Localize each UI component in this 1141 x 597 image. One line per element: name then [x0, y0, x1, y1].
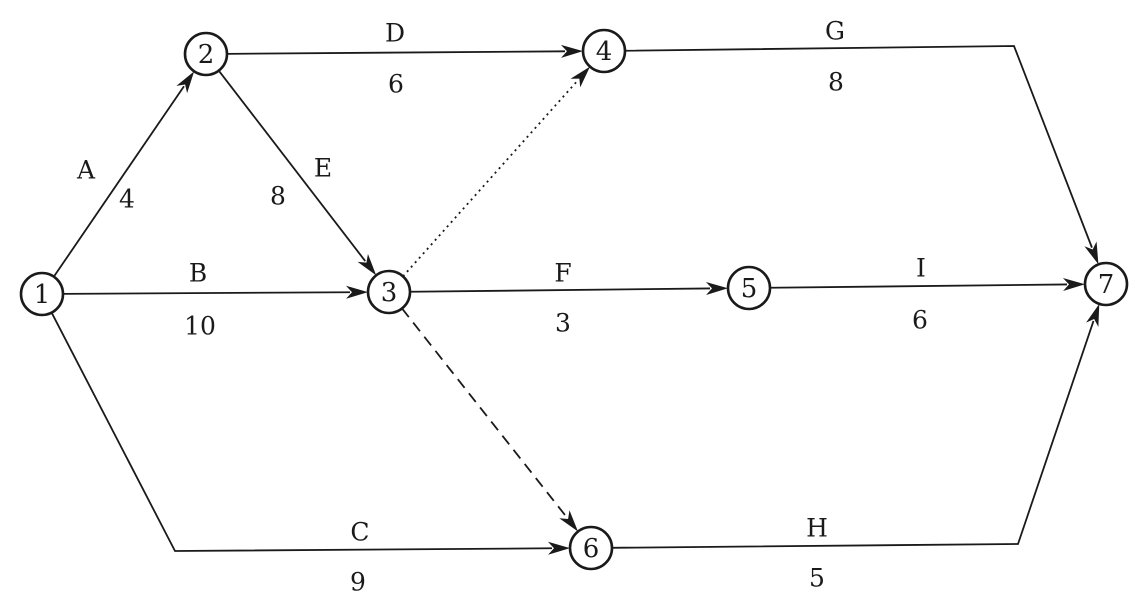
activity-name-label: E [314, 154, 332, 183]
node-label: 6 [583, 534, 600, 564]
edges-layer [50, 44, 1100, 555]
activity-duration-label: 10 [184, 312, 216, 341]
arrowhead [1086, 303, 1100, 327]
edge-line [218, 70, 366, 262]
node-circle [1083, 261, 1129, 307]
edge-C [50, 312, 571, 555]
edge-H [611, 303, 1100, 549]
node-label: 2 [198, 40, 215, 70]
node-label: 7 [1098, 270, 1115, 300]
node-4: 4 [581, 28, 627, 74]
arrowhead [570, 66, 591, 88]
activity-duration-label: 4 [119, 185, 135, 214]
activity-name-label: B [189, 259, 207, 288]
node-circle [568, 525, 614, 571]
edge-A [53, 71, 195, 278]
node-label: 3 [381, 278, 398, 308]
arrowhead [1084, 241, 1099, 265]
node-circle [581, 28, 627, 74]
edge-line [226, 50, 566, 55]
edge-G [624, 45, 1099, 265]
activity-name-label: D [385, 19, 405, 48]
node-1: 1 [19, 271, 65, 317]
edge-E [218, 70, 377, 276]
activity-duration-label: 3 [555, 309, 571, 338]
node-2: 2 [183, 31, 229, 77]
activity-duration-label: 8 [270, 182, 286, 211]
edge-line [409, 287, 711, 293]
activity-duration-label: 9 [350, 568, 366, 597]
node-7: 7 [1083, 261, 1129, 307]
edge-D [226, 44, 584, 58]
arrowhead [176, 71, 195, 94]
nodes-layer: 1 2 3 4 5 6 7 [19, 28, 1129, 571]
edge-line [62, 291, 351, 295]
node-circle [183, 31, 229, 77]
arrowhead [560, 44, 584, 58]
edge-B [62, 285, 369, 299]
activity-duration-label: 6 [388, 70, 404, 99]
edge-line [769, 283, 1068, 289]
activity-name-label: H [806, 514, 828, 543]
activity-name-label: G [825, 17, 845, 46]
arrowhead [345, 285, 369, 299]
dummy-edge-3-4 [402, 66, 591, 277]
activity-name-label: C [350, 518, 369, 547]
node-circle [726, 265, 772, 311]
edge-line [53, 85, 185, 278]
node-6: 6 [568, 525, 614, 571]
arrowhead [559, 510, 578, 532]
arrowhead [705, 281, 729, 295]
edge-line [611, 320, 1095, 549]
edge-I [769, 277, 1086, 291]
activity-name-label: I [916, 254, 926, 283]
edge-line [401, 307, 568, 518]
dummy-edge-3-6 [401, 307, 578, 532]
edge-line [402, 79, 579, 277]
node-label: 5 [741, 274, 758, 304]
edge-line [624, 45, 1093, 248]
arrowhead [357, 253, 377, 276]
activity-name-label: F [554, 259, 571, 288]
activity-duration-label: 5 [809, 564, 825, 593]
edge-line [50, 312, 553, 552]
node-5: 5 [726, 265, 772, 311]
activity-name-label: A [76, 156, 96, 185]
node-circle [366, 269, 412, 315]
arrowhead [547, 541, 571, 555]
node-circle [19, 271, 65, 317]
arrowhead [1062, 277, 1086, 291]
activity-duration-label: 8 [828, 68, 844, 97]
node-label: 1 [34, 280, 51, 310]
edge-F [409, 281, 729, 295]
node-3: 3 [366, 269, 412, 315]
activity-duration-label: 6 [912, 306, 928, 335]
node-label: 4 [596, 37, 613, 67]
